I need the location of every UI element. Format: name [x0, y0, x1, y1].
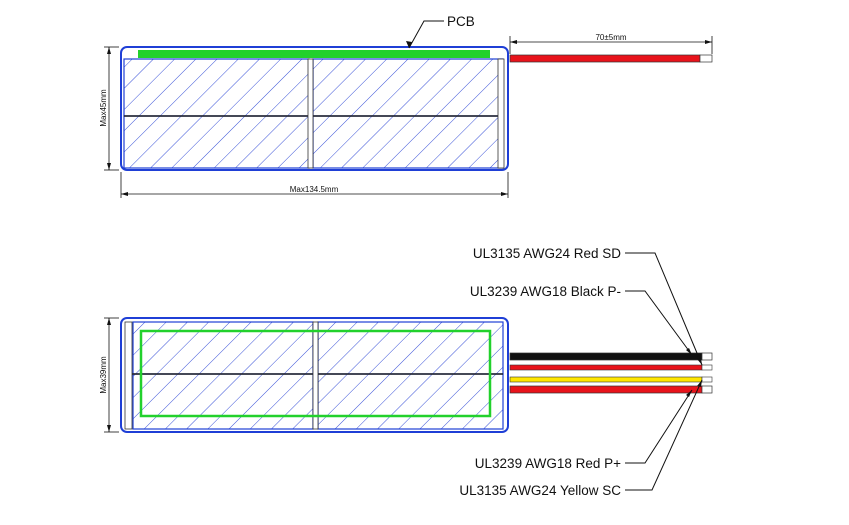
- bottom-pack-outline: [120, 317, 509, 433]
- top-cell-3: [123, 115, 310, 169]
- wire-yellow-sc: [509, 376, 703, 383]
- top-lead-tip: [699, 54, 713, 63]
- leader-black: [625, 290, 693, 356]
- dim-lead-label: 70±5mm: [595, 33, 626, 42]
- label-red-sd: UL3135 AWG24 Red SD: [473, 246, 621, 261]
- leader-yellow-sc: [625, 379, 703, 491]
- label-black: UL3239 AWG18 Black P-: [470, 284, 621, 299]
- top-end-cap: [497, 58, 505, 169]
- dim-width-label: Max134.5mm: [290, 185, 339, 194]
- top-view: PCB 70±5mm Max134.5mm Max45mm: [99, 14, 713, 198]
- top-lead-wire: [509, 54, 701, 63]
- wire-red-p-plus: [509, 385, 703, 394]
- pcb-leader: [408, 20, 444, 49]
- wire-black: [509, 352, 703, 361]
- label-yellow-sc: UL3135 AWG24 Yellow SC: [459, 483, 621, 498]
- dim-bottom-height-label: Max39mm: [99, 356, 108, 394]
- label-red-p-plus: UL3239 AWG18 Red P+: [475, 456, 621, 471]
- bottom-pcb-outline: [139, 329, 492, 418]
- pcb-strip: [138, 50, 490, 58]
- top-cell-gap: [307, 58, 314, 169]
- top-pack-outline: [120, 46, 509, 171]
- bottom-cell-4: [317, 373, 504, 430]
- leader-red-p-plus: [625, 389, 693, 464]
- dim-top-height-label: Max45mm: [99, 89, 108, 127]
- top-cell-1: [123, 58, 310, 117]
- leader-red-sd: [625, 252, 703, 366]
- wire-red-sd: [509, 364, 703, 371]
- bottom-cell-gap: [312, 321, 319, 430]
- bottom-cell-3: [132, 373, 314, 430]
- bottom-end-cap: [124, 321, 133, 430]
- top-cell-2: [312, 58, 504, 117]
- bottom-view: UL3135 AWG24 Red SD UL3239 AWG18 Black P…: [99, 246, 713, 498]
- top-cell-4: [312, 115, 504, 169]
- pcb-label: PCB: [447, 14, 475, 29]
